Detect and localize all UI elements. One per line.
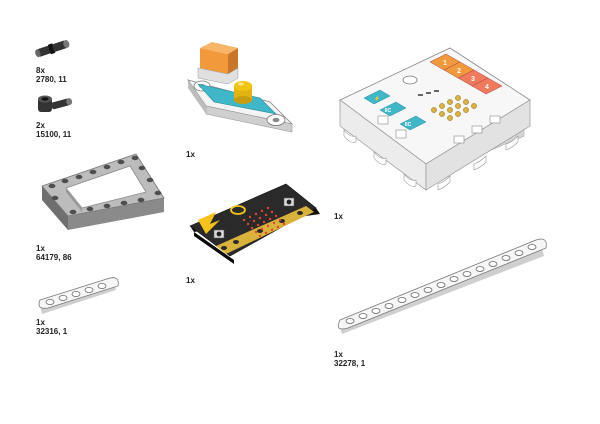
long-white-beam-part bbox=[334, 232, 554, 342]
part-qty-hub: 1x bbox=[334, 212, 343, 221]
part-qty-short-beam: 1x bbox=[36, 318, 45, 327]
hub-iic-label-1: IIC bbox=[385, 108, 392, 114]
part-code-pin-hole: 15100, 11 bbox=[36, 130, 71, 139]
part-qty-long-beam: 1x bbox=[334, 350, 343, 359]
part-qty-microbit: 1x bbox=[186, 276, 195, 285]
black-pin-part bbox=[34, 38, 74, 58]
hub-port-4-label: 4 bbox=[485, 84, 489, 91]
expansion-hub-part: 1 2 3 4 ⚡ IIC IIC bbox=[334, 40, 540, 200]
hub-port-1-label: 1 bbox=[443, 60, 447, 67]
hub-iic-label-2: IIC bbox=[405, 122, 412, 128]
part-code-pin: 2780, 11 bbox=[36, 75, 67, 84]
part-qty-frame: 1x bbox=[36, 244, 45, 253]
part-code-long-beam: 32278, 1 bbox=[334, 359, 365, 368]
part-code-short-beam: 32316, 1 bbox=[36, 327, 67, 336]
part-qty-pin: 8x bbox=[36, 66, 45, 75]
gray-frame-part bbox=[38, 146, 174, 238]
microbit-board-part bbox=[186, 180, 336, 266]
part-qty-led-module: 1x bbox=[186, 150, 195, 159]
part-qty-pin-hole: 2x bbox=[36, 121, 45, 130]
hub-port-3-label: 3 bbox=[471, 76, 475, 83]
pin-with-hole-part bbox=[36, 92, 76, 116]
hub-power-icon: ⚡ bbox=[374, 95, 380, 102]
led-module-part bbox=[184, 40, 300, 138]
part-code-frame: 64179, 86 bbox=[36, 253, 72, 262]
short-white-beam-part bbox=[36, 276, 122, 316]
hub-port-2-label: 2 bbox=[457, 68, 461, 75]
